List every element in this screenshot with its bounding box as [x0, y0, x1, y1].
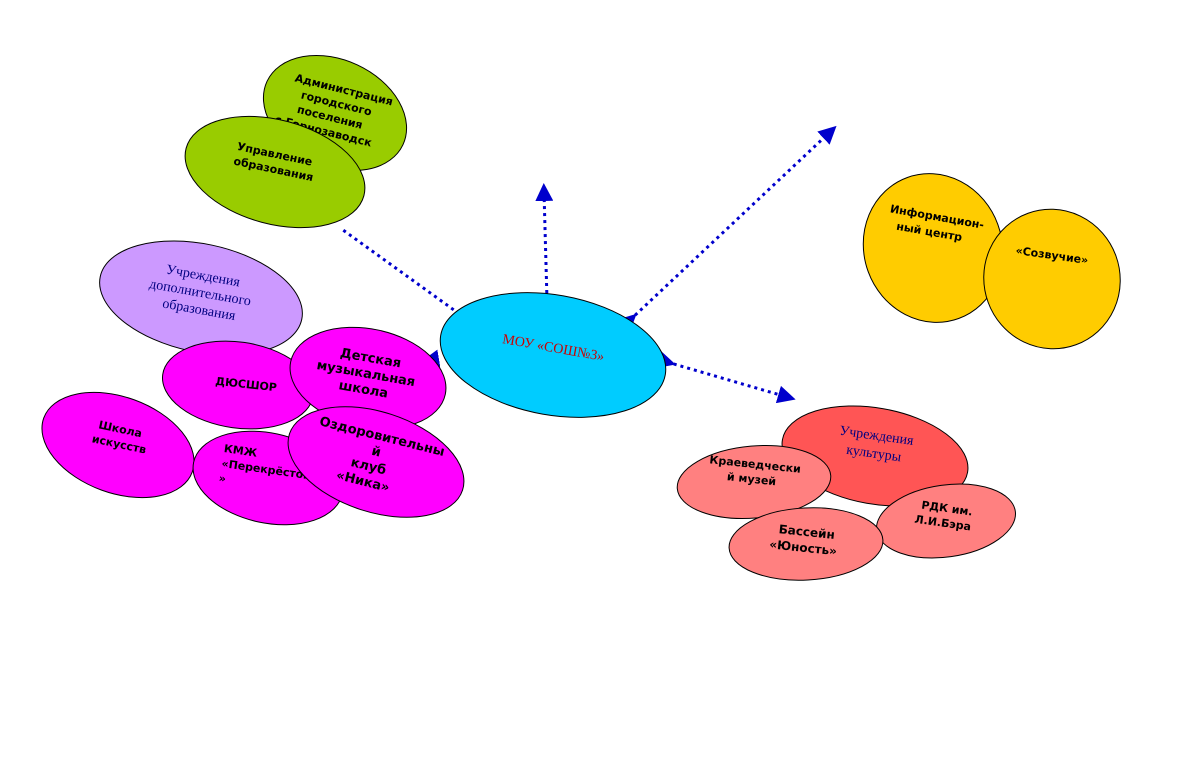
info-center-ellipse	[862, 173, 1004, 323]
health-club-ellipse	[287, 406, 465, 518]
svg-text:ДЮСШОР: ДЮСШОР	[215, 375, 278, 394]
node-pool: Бассейн «Юность»	[728, 507, 884, 581]
svg-text:Краеведчески й музей: Краеведчески й музей	[707, 453, 805, 491]
node-additional-education: Учреждения дополнительного образования	[99, 240, 303, 356]
arrow-up	[535, 183, 557, 310]
arrow-to-education-office	[342, 228, 478, 331]
node-culture-house: РДК им. Л.И.Бэра	[876, 483, 1016, 559]
node-sozvuchie: «Созвучие»	[983, 208, 1121, 350]
node-administration: Администрация городского поселения с.Гор…	[262, 54, 408, 172]
node-museum: Краеведчески й музей	[676, 445, 832, 519]
youth-club-line-1: КМЖ	[223, 442, 258, 460]
sports-school-line-1: ДЮСШОР	[215, 375, 278, 394]
museum-line-2: й музей	[726, 470, 776, 488]
sozvuchie-ellipse	[983, 208, 1121, 350]
education-office-ellipse	[184, 115, 366, 229]
node-center-school: МОУ «СОШ№3»	[439, 292, 667, 418]
youth-club-line-3: »	[218, 472, 227, 486]
node-arts-school: Школа искусств	[41, 391, 195, 499]
node-education-office: Управление образования	[184, 115, 366, 229]
pool-ellipse	[728, 507, 884, 581]
pool-line-1: Бассейн	[778, 522, 835, 542]
node-info-center: Информацион- ный центр	[862, 173, 1004, 323]
center-school-ellipse	[439, 292, 667, 418]
arts-school-ellipse	[41, 391, 195, 499]
arrow-to-info-center	[617, 125, 837, 333]
node-music-school: Детская музыкальная школа	[289, 326, 447, 430]
node-health-club: Оздоровительны й клуб «Ника»	[287, 406, 465, 518]
arrow-to-culture	[655, 350, 796, 404]
